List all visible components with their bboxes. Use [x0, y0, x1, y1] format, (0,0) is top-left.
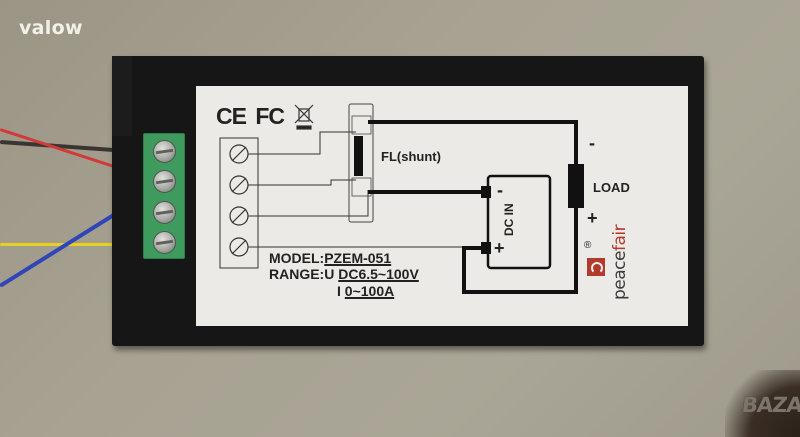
- dc-in-neg-terminal: [481, 186, 491, 198]
- model-label: MODEL:: [269, 250, 325, 266]
- load-resistor: [568, 164, 584, 208]
- dc-in-pos-terminal: [481, 242, 491, 254]
- dc-in-box: [486, 174, 552, 270]
- voltage-range-value: DC6.5~100V: [338, 266, 419, 282]
- current-range-line: I 0~100A: [337, 283, 394, 299]
- current-label: I: [337, 283, 341, 299]
- fcc-mark: FC: [255, 103, 285, 129]
- current-range-value: 0~100A: [344, 283, 395, 299]
- ce-mark: CE: [216, 103, 247, 129]
- brand-peace: peace: [610, 251, 630, 300]
- shunt-terminal-bottom: [351, 177, 372, 197]
- terminal-screw-2[interactable]: [153, 170, 176, 193]
- shunt-label: FL(shunt): [381, 149, 441, 164]
- shunt-terminal-top: [351, 115, 372, 135]
- weee-icon: [294, 104, 314, 130]
- peacefair-logo-icon: [587, 258, 605, 276]
- model-line: MODEL:PZEM-051: [269, 250, 391, 266]
- terminal-screw-1[interactable]: [153, 140, 176, 163]
- terminal-diagram-screws: [229, 144, 249, 257]
- dc-in-plus: +: [494, 238, 505, 258]
- wiring-diagram: [219, 103, 584, 294]
- watermark-username: valow: [19, 17, 83, 39]
- dc-in-label: DC IN: [502, 203, 516, 236]
- shunt-outline: [348, 103, 374, 223]
- housing-edge: [112, 56, 132, 136]
- load-label: LOAD: [593, 180, 630, 195]
- terminal-screw-4[interactable]: [153, 231, 176, 254]
- terminal-screw-3[interactable]: [153, 201, 176, 224]
- diagram-thick-wires: [368, 120, 578, 294]
- dc-in-minus: -: [497, 180, 503, 200]
- diagram-thin-wires: [248, 131, 486, 248]
- model-value: PZEM-051: [324, 250, 392, 266]
- shunt-body: [354, 136, 363, 176]
- wire-yellow: [0, 243, 150, 246]
- terminal-block: [143, 133, 185, 259]
- load-plus: +: [587, 208, 598, 228]
- corner-shadow: [725, 370, 800, 437]
- load-minus: -: [589, 133, 595, 153]
- registered-mark: ®: [584, 240, 592, 251]
- terminal-diagram-box: [219, 137, 259, 269]
- brand-fair: fair: [610, 224, 630, 252]
- wiring-label: [196, 86, 688, 326]
- brand-name: peacefair: [610, 225, 630, 300]
- range-label: RANGE:U: [269, 266, 335, 282]
- watermark-site-logo: BAZAR: [740, 393, 800, 417]
- voltage-range-line: RANGE:U DC6.5~100V: [269, 266, 419, 282]
- certification-marks: CE FC: [216, 103, 285, 130]
